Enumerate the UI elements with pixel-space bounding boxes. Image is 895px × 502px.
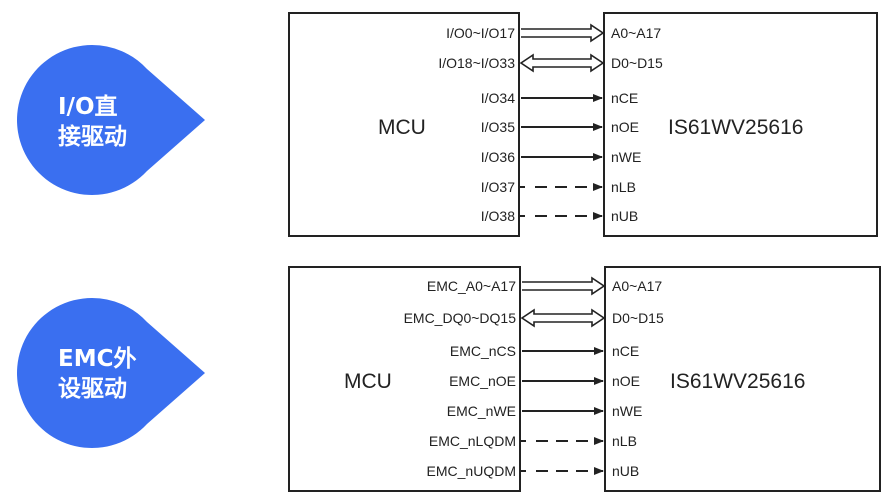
mcu-box bbox=[288, 12, 520, 237]
panel-io-direct: I/O直 接驱动 MCU IS61WV25616 I/O0~I/O17 A0~A1… bbox=[17, 12, 878, 237]
badge-drop-shape bbox=[17, 298, 206, 449]
chip-pin-label: D0~D15 bbox=[611, 55, 663, 71]
chip-pin-label: nUB bbox=[612, 463, 639, 479]
mcu-pin-label: EMC_nLQDM bbox=[429, 433, 516, 449]
bus-arrow-bidirectional bbox=[519, 53, 605, 73]
signal-row: EMC_nCS nCE bbox=[450, 343, 639, 359]
chip-box bbox=[604, 266, 881, 492]
chip-label: IS61WV25616 bbox=[670, 370, 805, 393]
signal-row: I/O38 nUB bbox=[481, 208, 638, 224]
chip-label: IS61WV25616 bbox=[668, 116, 803, 139]
mcu-pin-label: EMC_DQ0~DQ15 bbox=[404, 310, 517, 326]
chip-pin-label: nLB bbox=[611, 179, 636, 195]
mcu-pin-label: I/O0~I/O17 bbox=[446, 25, 515, 41]
signal-row: I/O18~I/O33 D0~D15 bbox=[438, 53, 663, 73]
signal-row: EMC_nOE nOE bbox=[449, 373, 640, 389]
chip-box bbox=[603, 12, 878, 237]
signal-row: I/O36 nWE bbox=[481, 149, 642, 165]
badge-line-1: I/O直 bbox=[58, 93, 118, 120]
chip-pin-label: D0~D15 bbox=[612, 310, 664, 326]
panel-emc-peripheral: EMC外 设驱动 MCU IS61WV25616 EMC_A0~A17 A0~A1… bbox=[17, 266, 881, 492]
signal-row: EMC_A0~A17 A0~A17 bbox=[427, 276, 662, 296]
chip-pin-label: nUB bbox=[611, 208, 638, 224]
bus-arrow-out bbox=[521, 23, 605, 43]
badge-line-2: 接驱动 bbox=[58, 124, 127, 150]
chip-pin-label: nWE bbox=[611, 149, 641, 165]
mcu-pin-label: EMC_nOE bbox=[449, 373, 516, 389]
mcu-pin-label: EMC_nUQDM bbox=[427, 463, 516, 479]
badge-line-1: EMC外 bbox=[58, 345, 136, 372]
mcu-pin-label: I/O36 bbox=[481, 149, 515, 165]
signal-row: I/O35 nOE bbox=[481, 119, 639, 135]
chip-pin-label: nCE bbox=[612, 343, 639, 359]
signal-row: EMC_nWE nWE bbox=[447, 403, 643, 419]
chip-pin-label: nOE bbox=[611, 119, 639, 135]
mcu-label: MCU bbox=[344, 370, 392, 393]
signal-row: I/O0~I/O17 A0~A17 bbox=[446, 23, 661, 43]
chip-pin-label: nWE bbox=[612, 403, 642, 419]
signal-row: EMC_DQ0~DQ15 D0~D15 bbox=[404, 308, 664, 328]
mcu-pin-label: EMC_nWE bbox=[447, 403, 516, 419]
signal-row: EMC_nLQDM nLB bbox=[429, 433, 637, 449]
mcu-pin-label: I/O18~I/O33 bbox=[438, 55, 515, 71]
mcu-pin-label: EMC_A0~A17 bbox=[427, 278, 516, 294]
mcu-pin-label: EMC_nCS bbox=[450, 343, 516, 359]
chip-pin-label: nOE bbox=[612, 373, 640, 389]
chip-pin-label: A0~A17 bbox=[612, 278, 662, 294]
signal-row: I/O34 nCE bbox=[481, 90, 638, 106]
chip-pin-label: nCE bbox=[611, 90, 638, 106]
mcu-pin-label: I/O38 bbox=[481, 208, 515, 224]
chip-pin-label: nLB bbox=[612, 433, 637, 449]
mcu-label: MCU bbox=[378, 116, 426, 139]
signal-row: I/O37 nLB bbox=[481, 179, 636, 195]
chip-pin-label: A0~A17 bbox=[611, 25, 661, 41]
mcu-box bbox=[288, 266, 521, 492]
mcu-pin-label: I/O35 bbox=[481, 119, 515, 135]
bus-arrow-bidirectional bbox=[520, 308, 606, 328]
bus-arrow-out bbox=[522, 276, 606, 296]
badge-drop-shape bbox=[17, 45, 205, 196]
mcu-pin-label: I/O34 bbox=[481, 90, 515, 106]
mcu-pin-label: I/O37 bbox=[481, 179, 515, 195]
signal-row: EMC_nUQDM nUB bbox=[427, 463, 640, 479]
badge-line-2: 设驱动 bbox=[58, 376, 127, 402]
